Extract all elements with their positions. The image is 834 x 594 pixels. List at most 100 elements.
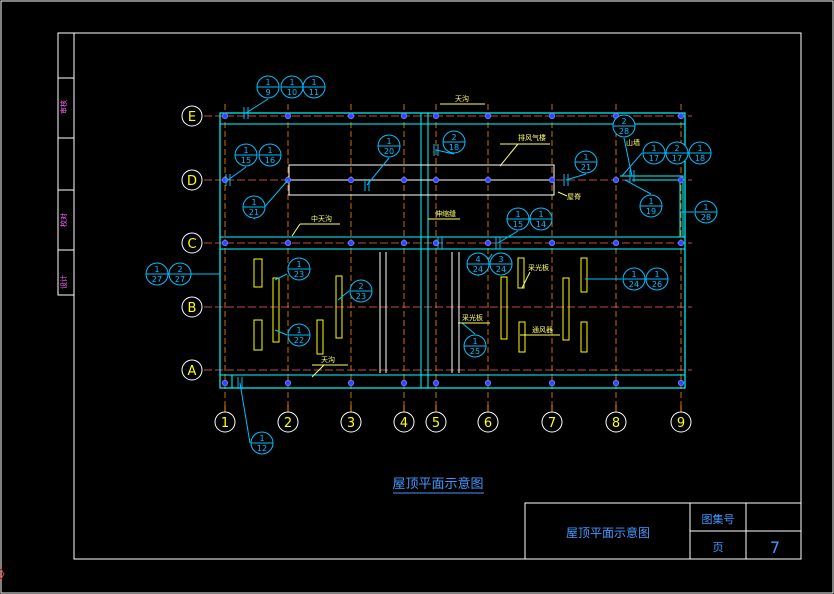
axis-bubble-6	[477, 411, 499, 433]
detail-ref-sheet: 15	[513, 220, 523, 229]
label-leader	[557, 191, 568, 197]
column-node	[432, 112, 440, 120]
ventilator-opening	[517, 257, 525, 289]
detail-leader	[565, 173, 587, 181]
roof-outline	[219, 112, 686, 389]
detail-ref-sheet: 24	[496, 265, 506, 274]
detail-ref-number: 2	[621, 117, 626, 126]
detail-leader	[337, 290, 350, 301]
detail-ref-number: 1	[243, 146, 248, 155]
detail-leader	[366, 157, 390, 186]
detail-ref-number: 4	[475, 255, 480, 264]
column-node	[400, 176, 408, 184]
column-node	[677, 239, 685, 247]
page-label: 页	[713, 541, 724, 554]
detail-ref-sheet: 20	[384, 147, 394, 156]
column-node	[400, 239, 408, 247]
detail-ref-sheet: 24	[629, 280, 639, 289]
column-node	[484, 379, 492, 387]
title-block: 屋顶平面示意图 图集号 页 7	[524, 502, 802, 560]
ventilator-opening	[253, 319, 263, 351]
detail-ref-bubble: 119	[639, 194, 663, 218]
detail-ref-number: 2	[451, 133, 456, 142]
ventilator-opening	[580, 257, 588, 293]
detail-ref-number: 1	[648, 197, 653, 206]
detail-ref-sheet: 15	[241, 156, 251, 165]
detail-leader	[621, 152, 643, 177]
detail-ref-bubble: 120	[377, 134, 401, 158]
detail-ref-sheet: 11	[309, 88, 319, 97]
atlas-number-label: 图集号	[702, 512, 735, 526]
detail-ref-number: 1	[265, 78, 270, 87]
axis-bubble-label: D	[187, 174, 197, 189]
side-strip-check: 校对	[59, 213, 68, 227]
detail-ref-sheet: 25	[470, 347, 480, 356]
detail-ref-sheet: 23	[356, 292, 366, 301]
detail-ref-sheet: 22	[294, 336, 304, 345]
column-node	[484, 176, 492, 184]
detail-ref-bubble: 124	[622, 267, 646, 291]
axis-bubble-1	[214, 411, 236, 433]
axis-bubble-label: 4	[400, 416, 408, 431]
detail-leader	[624, 179, 652, 195]
detail-ref-number: 1	[296, 326, 301, 335]
column-node	[612, 176, 620, 184]
detail-ref-bubble: 126	[645, 267, 669, 291]
label-leader	[521, 271, 531, 289]
axis-bubble-label: 9	[677, 416, 685, 431]
detail-ref-bubble: 117	[642, 141, 666, 165]
detail-ref-bubble: 228	[612, 114, 636, 138]
column-node	[284, 239, 292, 247]
detail-leader	[497, 230, 519, 244]
detail-ref-bubble: 121	[574, 150, 598, 174]
detail-leader	[623, 137, 633, 177]
label-skylight-right: 采光板	[528, 263, 549, 272]
axis-bubble-label: B	[188, 301, 197, 316]
detail-ref-number: 1	[651, 144, 656, 153]
column-node	[221, 112, 229, 120]
column-node	[432, 239, 440, 247]
ventilators	[253, 257, 588, 355]
detail-ref-bubble: 118	[688, 141, 712, 165]
axis-bubble-label: 3	[347, 416, 355, 431]
axis-bubble-E	[181, 105, 203, 127]
column-nodes	[221, 112, 685, 387]
column-node	[284, 112, 292, 120]
axis-bubble-label: E	[188, 110, 196, 125]
detail-ref-number: 2	[358, 282, 363, 291]
label-leader	[499, 143, 519, 167]
detail-ref-sheet: 21	[581, 163, 591, 172]
side-strip	[57, 32, 75, 296]
detail-leader	[274, 273, 288, 281]
ventilator-opening	[580, 321, 588, 353]
column-node	[612, 239, 620, 247]
ventilator-opening	[316, 319, 324, 355]
title-block-title: 屋顶平面示意图	[566, 525, 650, 540]
ventilator-opening	[253, 258, 263, 288]
label-leader	[291, 223, 301, 237]
column-node	[548, 112, 556, 120]
axis-bubble-2	[277, 411, 299, 433]
detail-ref-bubble: 111	[302, 75, 326, 99]
column-node	[221, 239, 229, 247]
detail-ref-number: 1	[154, 265, 159, 274]
detail-ref-number: 1	[631, 270, 636, 279]
detail-ref-sheet: 10	[287, 88, 297, 97]
column-node	[677, 112, 685, 120]
axis-bubble-4	[393, 411, 415, 433]
detail-ref-bubble: 115	[506, 207, 530, 231]
detail-ref-bubble: 227	[168, 262, 192, 286]
detail-ref-bubble: 122	[287, 323, 311, 347]
detail-ref-sheet: 9	[265, 88, 270, 97]
detail-ref-number: 2	[674, 144, 679, 153]
label-ventilator: 通风器	[532, 325, 553, 334]
detail-ref-bubble: 115	[234, 143, 258, 167]
column-node	[548, 176, 556, 184]
axis-bubble-label: 7	[548, 416, 556, 431]
column-node	[484, 239, 492, 247]
detail-ref-number: 1	[472, 337, 477, 346]
